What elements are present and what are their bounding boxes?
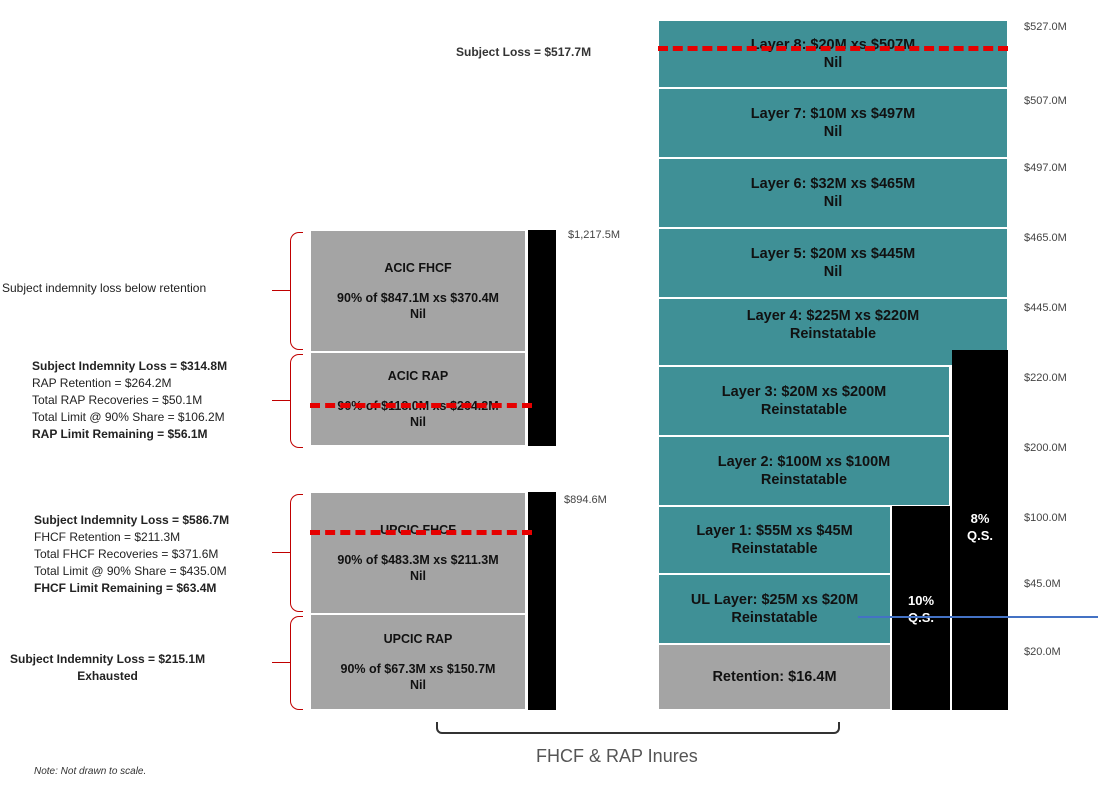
layer-6-line1: Layer 6: $32M xs $465M xyxy=(750,176,916,192)
blue-marker-line xyxy=(858,616,1098,618)
bracket-tick-acic-rap xyxy=(272,400,290,401)
upcic-fhcf-subject-loss: Subject Indemnity Loss = $586.7M xyxy=(34,513,230,527)
qs-10-pct: 10% xyxy=(907,593,935,608)
acic-rap-recoveries: Total RAP Recoveries = $50.1M xyxy=(32,393,203,407)
bracket-upcic-rap xyxy=(290,616,303,710)
upcic-rap-line1: 90% of $67.3M xs $150.7M xyxy=(340,662,496,676)
upcic-fhcf-total-limit: Total Limit @ 90% Share = $435.0M xyxy=(34,564,227,578)
acic-rap-summary: Subject Indemnity Loss = $314.8M RAP Ret… xyxy=(32,358,227,443)
label-below-retention: Subject indemnity loss below retention xyxy=(2,281,207,295)
layer-4: Layer 4: $225M xs $220M Reinstatable xyxy=(658,298,1008,366)
bracket-tick-acic-fhcf xyxy=(272,290,290,291)
upcic-rap-exhausted: Exhausted xyxy=(77,669,138,683)
upcic-fhcf-recoveries: Total FHCF Recoveries = $371.6M xyxy=(34,547,219,561)
attachment-507: $507.0M xyxy=(1024,95,1067,107)
acic-rap-title: ACIC RAP xyxy=(387,369,449,383)
layer-2-line1: Layer 2: $100M xs $100M xyxy=(717,454,891,470)
acic-rap-subject-loss: Subject Indemnity Loss = $314.8M xyxy=(32,359,228,373)
layer-8-line1: Layer 8: $20M xs $507M xyxy=(750,37,916,53)
acic-black-bar xyxy=(528,230,556,446)
acic-rap-loss-line xyxy=(310,403,532,408)
retention-label: Retention: $16.4M xyxy=(712,669,837,685)
layer-2-line2: Reinstatable xyxy=(760,472,848,488)
upcic-black-bar xyxy=(528,492,556,710)
layer-3-line1: Layer 3: $20M xs $200M xyxy=(721,384,887,400)
layer-1-line2: Reinstatable xyxy=(731,541,818,557)
acic-rap-limit-remaining: RAP Limit Remaining = $56.1M xyxy=(32,427,208,441)
layer-5: Layer 5: $20M xs $445M Nil xyxy=(658,228,1008,298)
layer-8-line2: Nil xyxy=(823,55,843,71)
acic-fhcf-title: ACIC FHCF xyxy=(384,261,452,275)
upcic-fhcf-line2: Nil xyxy=(410,569,426,583)
layer-1: Layer 1: $55M xs $45M Reinstatable xyxy=(658,506,891,574)
inures-label: FHCF & RAP Inures xyxy=(536,746,698,766)
acic-rap-total-limit: Total Limit @ 90% Share = $106.2M xyxy=(32,410,225,424)
bracket-acic-rap xyxy=(290,354,303,448)
upcic-rap-line2: Nil xyxy=(410,678,426,692)
layer-7-line2: Nil xyxy=(823,124,843,140)
acic-rap-box: ACIC RAP 90% of $118.0M xs $264.2M Nil xyxy=(310,352,526,446)
layer-7: Layer 7: $10M xs $497M Nil xyxy=(658,88,1008,158)
layer-5-line1: Layer 5: $20M xs $445M xyxy=(750,246,916,262)
attachment-200: $200.0M xyxy=(1024,442,1067,454)
qs-8-bar: 8% Q.S. xyxy=(952,350,1008,710)
layer-3-line2: Reinstatable xyxy=(760,402,848,418)
upcic-fhcf-retention: FHCF Retention = $211.3M xyxy=(34,530,181,544)
acic-rap-retention: RAP Retention = $264.2M xyxy=(32,376,172,390)
layer-5-line2: Nil xyxy=(823,264,843,280)
layer-7-line1: Layer 7: $10M xs $497M xyxy=(750,106,916,122)
upcic-fhcf-box: UPCIC FHCF 90% of $483.3M xs $211.3M Nil xyxy=(310,492,526,614)
bracket-tick-upcic-rap xyxy=(272,662,290,663)
acic-fhcf-box: ACIC FHCF 90% of $847.1M xs $370.4M Nil xyxy=(310,230,526,352)
upcic-fhcf-limit-remaining: FHCF Limit Remaining = $63.4M xyxy=(34,581,217,595)
upcic-fhcf-line1: 90% of $483.3M xs $211.3M xyxy=(337,553,499,567)
inures-bracket xyxy=(436,722,840,734)
attachment-220: $220.0M xyxy=(1024,372,1067,384)
footnote: Note: Not drawn to scale. xyxy=(34,766,147,777)
layer-6-line2: Nil xyxy=(823,194,843,210)
ul-layer-line1: UL Layer: $25M xs $20M xyxy=(690,592,859,608)
subject-loss-line xyxy=(658,46,1008,51)
layer-6: Layer 6: $32M xs $465M Nil xyxy=(658,158,1008,228)
bracket-acic-fhcf xyxy=(290,232,303,350)
attachment-497: $497.0M xyxy=(1024,162,1067,174)
layer-4-line2: Reinstatable xyxy=(789,326,877,342)
retention-box: Retention: $16.4M xyxy=(658,644,891,710)
attachment-100: $100.0M xyxy=(1024,512,1067,524)
acic-fhcf-line1: 90% of $847.1M xs $370.4M xyxy=(337,291,499,305)
qs-10-bar: 10% Q.S. xyxy=(892,506,950,710)
ul-layer-line2: Reinstatable xyxy=(731,610,818,626)
attachment-20: $20.0M xyxy=(1024,646,1061,658)
layer-3: Layer 3: $20M xs $200M Reinstatable xyxy=(658,366,950,436)
upcic-top-value: $894.6M xyxy=(564,494,607,506)
layer-2: Layer 2: $100M xs $100M Reinstatable xyxy=(658,436,950,506)
subject-loss-label: Subject Loss = $517.7M xyxy=(456,45,592,59)
qs-8-label: Q.S. xyxy=(966,528,993,543)
acic-rap-line2: Nil xyxy=(410,415,426,429)
qs-8-pct: 8% xyxy=(970,511,990,526)
layer-1-line1: Layer 1: $55M xs $45M xyxy=(696,523,853,539)
attachment-445: $445.0M xyxy=(1024,302,1067,314)
upcic-fhcf-summary: Subject Indemnity Loss = $586.7M FHCF Re… xyxy=(34,512,229,597)
attachment-465: $465.0M xyxy=(1024,232,1067,244)
upcic-rap-title: UPCIC RAP xyxy=(383,632,453,646)
upcic-rap-box: UPCIC RAP 90% of $67.3M xs $150.7M Nil xyxy=(310,614,526,710)
acic-fhcf-line2: Nil xyxy=(410,307,426,321)
bracket-tick-upcic-fhcf xyxy=(272,552,290,553)
bracket-upcic-fhcf xyxy=(290,494,303,612)
layer-4-line1: Layer 4: $225M xs $220M xyxy=(746,308,920,324)
upcic-rap-summary: Subject Indemnity Loss = $215.1M Exhaust… xyxy=(10,651,205,685)
ul-layer: UL Layer: $25M xs $20M Reinstatable xyxy=(658,574,891,644)
attachment-527: $527.0M xyxy=(1024,21,1067,33)
attachment-45: $45.0M xyxy=(1024,578,1061,590)
acic-top-value: $1,217.5M xyxy=(568,229,620,241)
layer-8: Layer 8: $20M xs $507M Nil xyxy=(658,20,1008,88)
upcic-rap-subject-loss: Subject Indemnity Loss = $215.1M xyxy=(10,652,206,666)
upcic-fhcf-loss-line xyxy=(310,530,532,535)
